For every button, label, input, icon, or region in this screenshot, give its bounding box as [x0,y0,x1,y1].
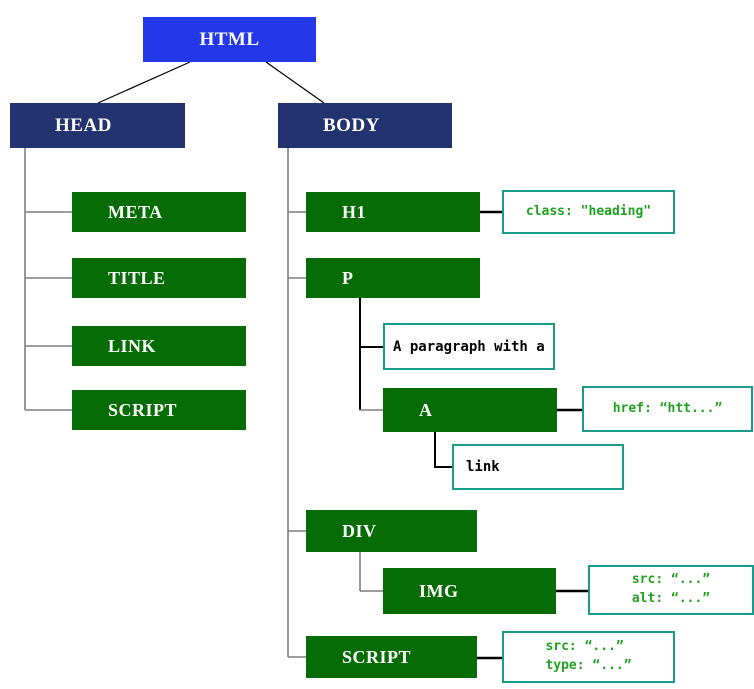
node-meta-label: META [108,201,163,222]
annotation-img-attrs: src: “...” alt: “...” [588,565,754,615]
node-html: HTML [143,17,316,62]
paragraph-text: A paragraph with a [393,338,545,355]
annotation-a-href: href: “htt...” [582,386,753,432]
edge-p-children [359,298,383,411]
node-head-script-label: SCRIPT [108,399,178,420]
edge-div-children [359,552,383,592]
node-h1: H1 [306,192,480,232]
a-href-text: href: “htt...” [612,400,723,416]
node-a: A [383,388,557,432]
link-text: link [466,459,500,475]
edge-annotations [477,210,588,660]
node-head: HEAD [10,103,185,148]
img-alt-text: alt: “...” [631,591,711,606]
script-type-text: type: “...” [545,658,632,673]
node-body-script-label: SCRIPT [342,646,412,667]
node-div-label: DIV [342,520,377,541]
edge-a-children [434,432,452,468]
node-head-script: SCRIPT [72,390,246,430]
h1-class-text: class: "heading" [525,203,652,219]
node-head-label: HEAD [55,114,112,136]
edge-html-children [97,61,325,104]
text-node-link: link [452,444,624,490]
node-a-label: A [419,399,433,420]
script-attrs-lines: src: “...” type: “...” [545,638,631,676]
node-img: IMG [383,568,556,614]
node-div: DIV [306,510,477,552]
annotation-script-attrs: src: “...” type: “...” [502,631,675,683]
script-src-text: src: “...” [545,639,624,655]
node-title: TITLE [72,258,246,298]
text-node-paragraph: A paragraph with a [383,323,555,370]
node-p: P [306,258,480,298]
node-body-label: BODY [323,114,380,136]
node-link: LINK [72,326,246,366]
node-meta: META [72,192,246,232]
img-attrs-lines: src: “...” alt: “...” [632,571,710,609]
annotation-h1-class: class: "heading" [502,190,675,234]
img-src-text: src: “...” [631,572,711,588]
node-html-label: HTML [199,28,260,50]
node-link-label: LINK [108,335,157,356]
node-h1-label: H1 [342,201,367,222]
node-title-label: TITLE [108,267,166,288]
edge-body-children [287,148,306,658]
node-body-script: SCRIPT [306,636,477,678]
node-img-label: IMG [419,580,459,601]
edge-head-children [24,148,72,411]
node-body: BODY [278,103,452,148]
node-p-label: P [342,267,354,288]
